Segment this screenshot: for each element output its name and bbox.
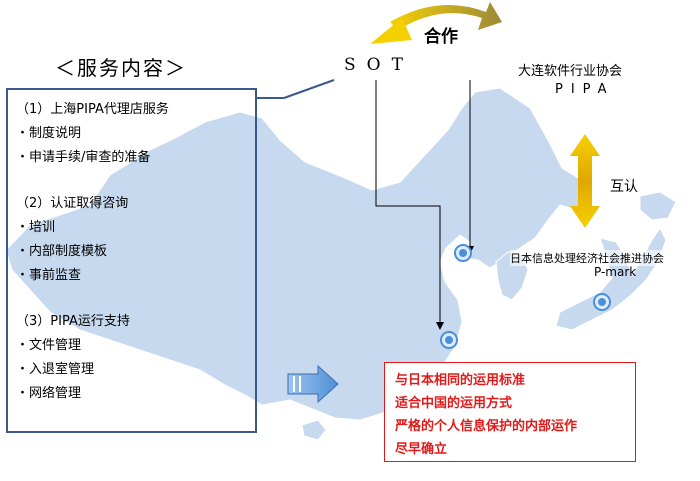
service-item: （3）PIPA运行支持 xyxy=(16,314,130,329)
service-item: ・网络管理 xyxy=(16,386,82,401)
sot-connector xyxy=(375,80,441,325)
shanghai-marker xyxy=(440,331,458,349)
tokyo-marker xyxy=(593,293,611,311)
pointer-arrow xyxy=(287,364,339,404)
mutual-arrow xyxy=(570,134,600,228)
cooperation-arrow xyxy=(390,2,502,30)
benefit-item: 尽早确立 xyxy=(395,442,448,457)
dalian-marker xyxy=(454,244,472,262)
service-item: （2）认证取得咨询 xyxy=(16,196,129,211)
service-item: ・制度说明 xyxy=(16,126,82,141)
service-item: ・入退室管理 xyxy=(16,362,95,377)
benefit-item: 适合中国的运用方式 xyxy=(395,396,513,411)
pmark-label: P-mark xyxy=(594,265,637,279)
sot-label: SOT xyxy=(344,55,414,75)
cooperation-label: 合作 xyxy=(424,27,458,47)
service-item: （1）上海PIPA代理店服务 xyxy=(16,102,169,117)
service-item: ・内部制度模板 xyxy=(16,244,108,259)
jipdec-label: 日本信息处理经济社会推进协会 xyxy=(510,250,664,266)
service-title: ＜服务内容＞ xyxy=(55,56,187,80)
benefits-box: 与日本相同的运用标准 适合中国的运用方式 严格的个人信息保护的内部运作 尽早确立 xyxy=(384,362,636,462)
dalian-association-label: 大连软件行业协会 xyxy=(518,64,623,79)
hainan-map xyxy=(301,419,327,441)
service-item: ・事前监查 xyxy=(16,268,82,283)
service-item: ・文件管理 xyxy=(16,338,82,353)
service-item: ・申请手续/审查的准备 xyxy=(16,150,151,165)
pipa-label: PIPA xyxy=(555,82,615,97)
benefit-item: 与日本相同的运用标准 xyxy=(395,373,526,388)
mutual-recognition-label: 互认 xyxy=(610,179,638,195)
hokkaido-map xyxy=(639,191,677,221)
japan-map xyxy=(555,227,667,331)
service-item: ・培训 xyxy=(16,220,56,235)
benefit-item: 严格的个人信息保护的内部运作 xyxy=(395,419,578,434)
service-box: （1）上海PIPA代理店服务 ・制度说明 ・申请手续/审查的准备 （2）认证取得… xyxy=(6,88,257,433)
